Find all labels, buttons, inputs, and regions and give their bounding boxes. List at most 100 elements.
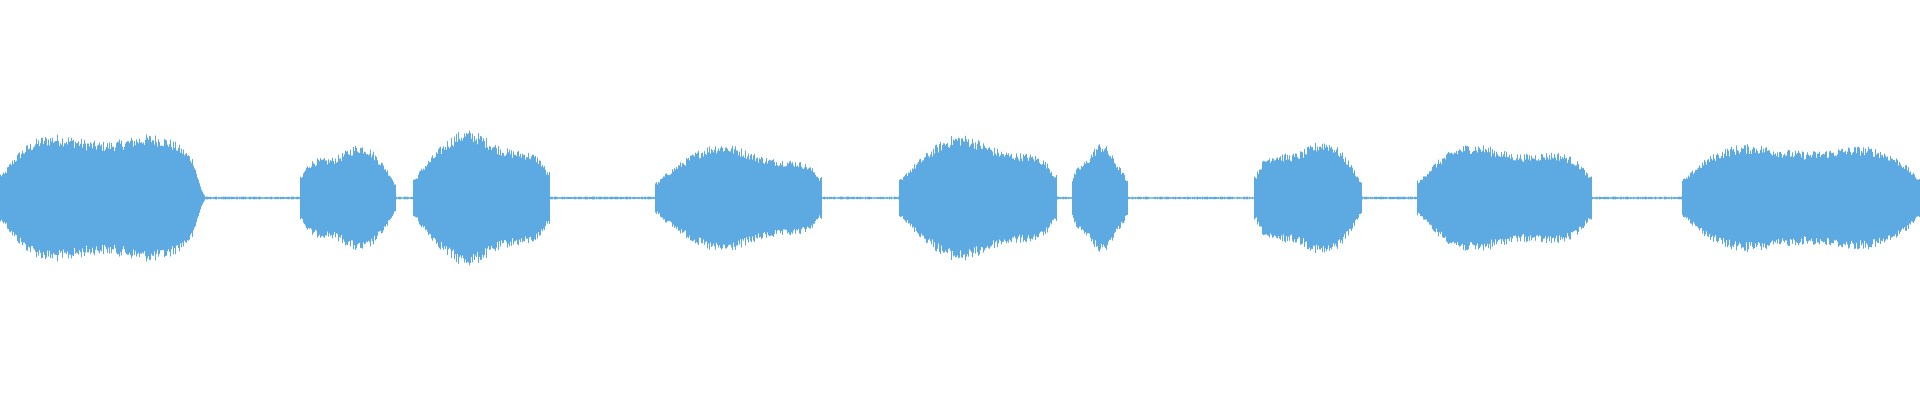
waveform-column [1026,153,1027,243]
waveform-column [1019,161,1020,235]
waveform-column [1837,154,1838,242]
waveform-column [1398,196,1399,200]
waveform-column [628,197,629,199]
waveform-column [108,148,109,248]
waveform-column [373,151,374,245]
waveform-column [1767,151,1768,245]
waveform-column [1912,174,1913,222]
waveform-column [1820,156,1821,240]
waveform-column [1216,196,1217,200]
waveform-column [1204,196,1205,200]
waveform-column [1270,162,1271,234]
waveform-column [352,155,353,241]
waveform-column [789,161,790,235]
waveform-column [1051,171,1052,225]
waveform-column [1531,155,1532,241]
waveform-column [1827,158,1828,238]
waveform-column [1032,156,1033,240]
waveform-column [566,197,567,199]
waveform-column [274,197,275,199]
waveform-column [1036,159,1037,237]
waveform-column [1896,158,1897,238]
waveform-column [449,148,450,248]
waveform-column [1696,169,1697,227]
waveform-column [88,143,89,253]
waveform-column [331,161,332,235]
waveform-column [216,196,217,200]
waveform-column [584,196,585,200]
waveform-column [421,168,422,228]
waveform-column [49,145,50,251]
waveform-column [1523,162,1524,234]
waveform-column [209,197,210,199]
waveform-column [183,149,184,247]
waveform-column [668,174,669,222]
waveform-column [759,158,760,238]
waveform-column [118,141,119,255]
waveform-column [402,197,403,199]
waveform-column [233,196,234,200]
waveform-column [1282,154,1283,242]
waveform-column [1549,154,1550,242]
waveform-column [173,141,174,255]
waveform-column [1882,154,1883,242]
waveform-column [1654,197,1655,199]
waveform-column [868,196,869,200]
waveform-column [185,154,186,242]
waveform-column [1088,163,1089,233]
waveform-column [515,154,516,242]
waveform-column [1421,179,1422,217]
waveform-column [1027,158,1028,238]
waveform-column [292,196,293,200]
waveform-column [777,165,778,231]
waveform-column [541,166,542,230]
waveform-column [1012,158,1013,238]
waveform-column [72,140,73,256]
waveform-column [981,148,982,248]
waveform-column [1038,158,1039,238]
waveform-column [1004,156,1005,240]
waveform-column [145,139,146,257]
waveform-column [1854,147,1855,249]
waveform-column [675,169,676,227]
waveform-column [1341,155,1342,241]
waveform-column [988,147,989,249]
waveform-column [983,143,984,253]
waveform-column [493,147,494,249]
waveform-column [1768,150,1769,246]
waveform-column [1638,196,1639,200]
waveform-column [1721,156,1722,240]
waveform-column [1688,175,1689,221]
waveform-column [1860,155,1861,241]
waveform-column [599,196,600,200]
waveform-column [98,144,99,252]
waveform-column [308,167,309,229]
waveform-column [1126,181,1127,215]
waveform-column [595,197,596,199]
waveform-column [60,143,61,253]
waveform-column [824,196,825,200]
waveform-column [674,168,675,228]
waveform-column [778,166,779,230]
waveform-column [340,158,341,238]
waveform-column [841,196,842,200]
waveform-column [860,196,861,200]
waveform-column [1264,161,1265,235]
waveform-column [448,146,449,250]
waveform-column [1410,196,1411,200]
waveform-column [762,158,763,238]
waveform-column [1175,196,1176,200]
waveform-column [837,197,838,199]
waveform-column [962,138,963,258]
waveform-column [27,145,28,251]
waveform-column [95,146,96,250]
waveform-column [1208,197,1209,199]
waveform-column [347,151,348,245]
waveform-column [1346,164,1347,232]
waveform-column [667,175,668,221]
waveform-column [1532,158,1533,238]
waveform-column [257,197,258,199]
waveform-column [753,155,754,241]
waveform-column [706,154,707,242]
waveform-column [1436,167,1437,229]
